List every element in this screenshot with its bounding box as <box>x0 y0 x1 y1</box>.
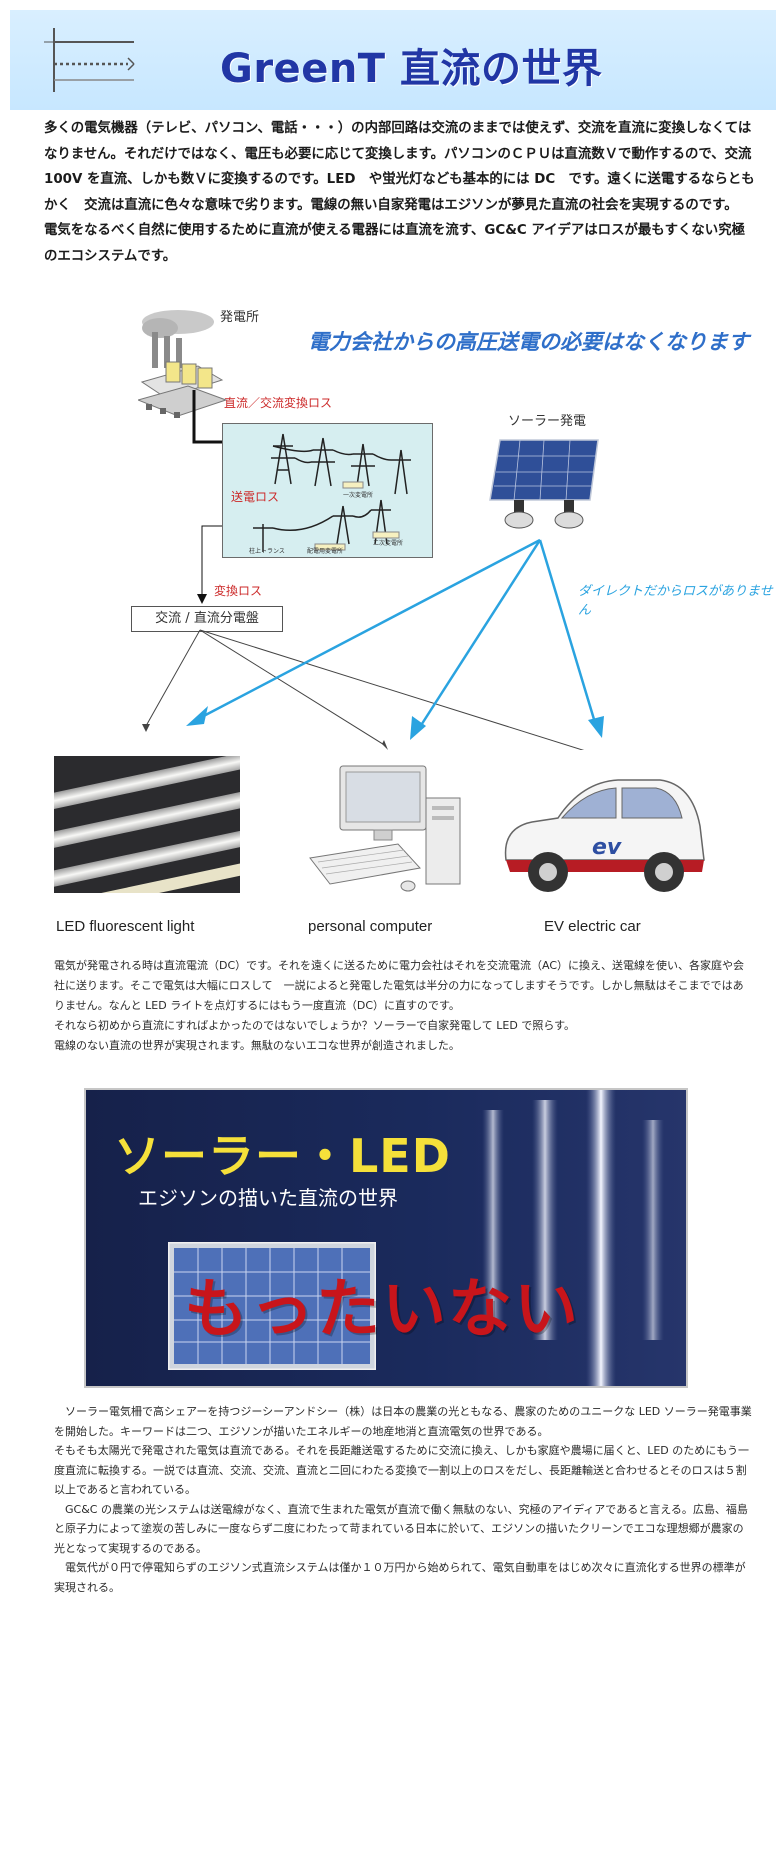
transmission-tower-icon <box>253 433 411 552</box>
distribution-substation-label: 配電用変電所 <box>307 548 344 555</box>
closing-paragraph: 電気代が０円で停電知らずのエジソン式直流システムは僅か１０万円から始められて、電… <box>54 1561 746 1594</box>
distribution-panel-box: 交流 / 直流分電盤 <box>131 606 283 632</box>
led-tube-icon <box>54 756 240 893</box>
transmission-loss-label: 送電ロス <box>231 490 280 504</box>
intro-paragraph: 電気をなるべく自然に使用するために直流が使える電器には直流を流す、GC&C アイ… <box>44 223 745 264</box>
banner-slogan: もったいない <box>184 1273 580 1347</box>
header-banner: GreenT 直流の世界 <box>10 10 776 110</box>
explanation-paragraph: 電線のない直流の世界が実現されます。無駄のないエコな世界が創造されました。 <box>54 1039 460 1052</box>
direct-no-loss-note: ダイレクトだからロスがありません <box>578 584 773 618</box>
dc-symbol-icon <box>44 28 135 92</box>
banner-solar-panel-icon <box>168 1242 376 1370</box>
caption-led: LED fluorescent light <box>56 918 195 935</box>
explanation-text: 電気が発電される時は直流電流（DC）です。それを遠くに送るために電力会社はそれを… <box>54 956 754 1056</box>
power-plant-icon <box>138 310 228 418</box>
explanation-paragraph: 電気が発電される時は直流電流（DC）です。それを遠くに送るために電力会社はそれを… <box>54 959 745 1012</box>
intro-paragraph: 多くの電気機器（テレビ、パソコン、電話・・・）の内部回路は交流のままでは使えず、… <box>44 121 755 213</box>
transform-loss-label: 変換ロス <box>214 584 263 598</box>
page-title: GreenT 直流の世界 <box>220 46 603 92</box>
ev-car-icon: ev <box>504 779 705 892</box>
banner-subtitle: エジソンの描いた直流の世界 <box>138 1186 398 1210</box>
closing-paragraph: そもそも太陽光で発電された電気は直流である。それを長距離送電するために交流に換え… <box>54 1444 749 1496</box>
closing-paragraph: ソーラー電気柵で高シェアーを持つジーシーアンドシー（株）は日本の農業の光ともなる… <box>54 1405 752 1438</box>
banner-title: ソーラー・LED <box>114 1129 451 1183</box>
personal-computer-icon <box>309 765 461 892</box>
grid-headline: 電力会社からの高圧送電の必要はなくなります <box>308 330 749 354</box>
substation-label: 一次変電所 <box>343 492 374 499</box>
grid-to-panel-arrow <box>197 525 222 604</box>
closing-paragraph: GC&C の農業の光システムは送電線がなく、直流で生まれた電気が直流で働く無駄の… <box>54 1502 748 1555</box>
ev-badge: ev <box>592 835 622 860</box>
pole-transformer-label: 柱上トランス <box>249 548 285 555</box>
solar-panel-icon <box>489 439 599 529</box>
explanation-paragraph: それなら初めから直流にすればよかったのではないでしょうか？ソーラーで自家発電して… <box>54 1019 576 1032</box>
intro-text: 多くの電気機器（テレビ、パソコン、電話・・・）の内部回路は交流のままでは使えず、… <box>44 116 758 269</box>
led-light-image <box>54 756 240 893</box>
glowing-tube-icon <box>482 1090 664 1386</box>
conversion-loss-label: 直流／交流変換ロス <box>224 396 333 410</box>
distribution-arrows <box>142 538 604 750</box>
caption-pc: personal computer <box>308 918 433 935</box>
caption-ev: EV electric car <box>544 918 641 935</box>
solar-led-banner: ソーラー・LED エジソンの描いた直流の世界 もったいない <box>84 1088 688 1388</box>
closing-text: ソーラー電気柵で高シェアーを持つジーシーアンドシー（株）は日本の農業の光ともなる… <box>54 1402 754 1597</box>
transmission-grid-panel: 送電ロス 一次変電所 二次変電所 柱上トランス 配電用変電所 <box>222 423 433 558</box>
power-plant-label: 発電所 <box>220 310 260 325</box>
solar-label: ソーラー発電 <box>508 414 587 429</box>
substation-label: 二次変電所 <box>373 540 404 547</box>
